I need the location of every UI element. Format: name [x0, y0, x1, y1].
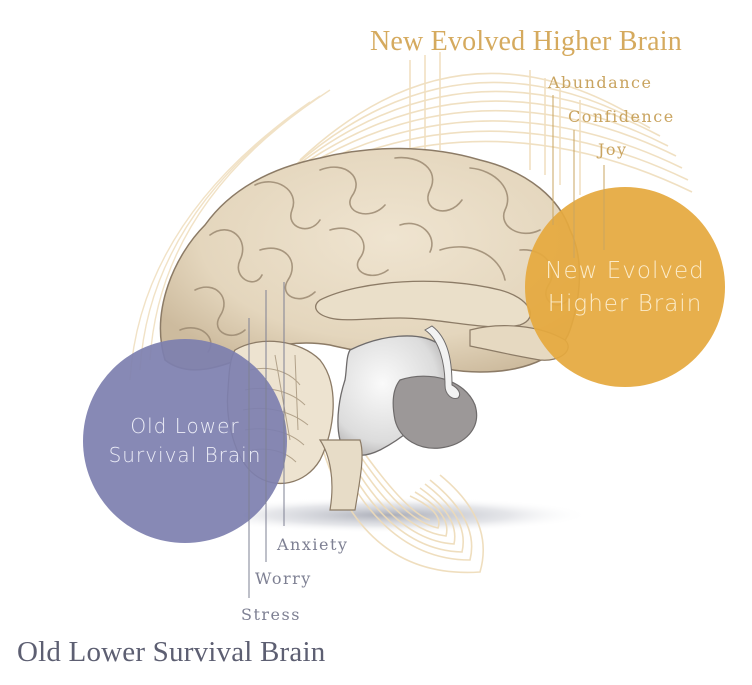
new-brain-circle — [525, 187, 725, 387]
new-brain-circle-label-line1: New Evolved — [545, 258, 705, 284]
old-brain-circle-label-line1: Old Lower — [130, 414, 240, 438]
background-arcs-left — [129, 89, 331, 381]
old-brain-title: Old Lower Survival Brain — [17, 636, 326, 668]
state-anxiety: Anxiety — [277, 535, 349, 554]
leader-lines-new-brain — [552, 95, 605, 258]
old-brain-circle-label: Old Lower Survival Brain — [85, 412, 285, 470]
new-brain-circle-label-line2: Higher Brain — [547, 291, 703, 317]
new-brain-title: New Evolved Higher Brain — [370, 26, 682, 57]
old-brain-circle-label-line2: Survival Brain — [108, 443, 262, 467]
state-stress: Stress — [241, 605, 301, 624]
new-brain-circle-label: New Evolved Higher Brain — [525, 255, 725, 321]
brain-shadow — [190, 497, 590, 533]
state-worry: Worry — [255, 569, 312, 588]
old-brain-circle — [83, 339, 287, 543]
state-confidence: Confidence — [568, 107, 675, 126]
leader-lines-old-brain — [248, 282, 285, 598]
state-abundance: Abundance — [548, 73, 653, 92]
state-joy: Joy — [598, 140, 628, 159]
